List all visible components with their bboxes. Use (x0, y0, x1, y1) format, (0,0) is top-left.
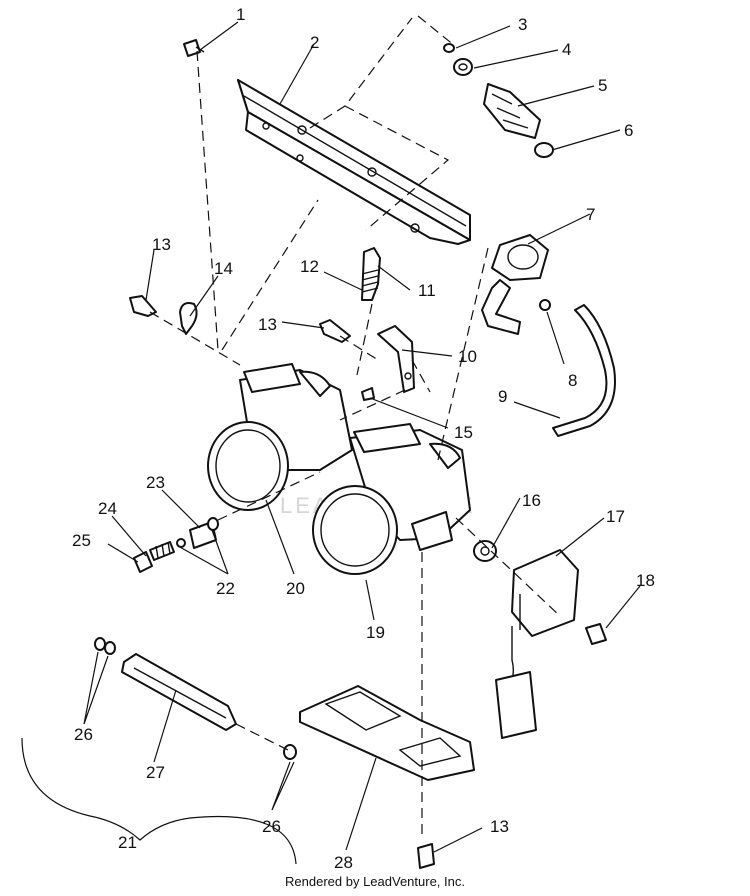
callout-pointers (83, 21, 641, 853)
washer (473, 540, 497, 562)
fuel-hose (552, 304, 616, 437)
credit-line: Rendered by LeadVenture, Inc. (285, 874, 465, 889)
callout-8: 8 (568, 371, 577, 390)
bracket (377, 325, 415, 393)
rail-screw (183, 39, 205, 57)
throttle-position-sensor (495, 549, 579, 739)
callout-23: 23 (146, 473, 165, 492)
callout-13-middle: 13 (258, 315, 277, 334)
callout-4: 4 (562, 40, 571, 59)
callout-17: 17 (606, 507, 625, 526)
callout-3: 3 (518, 15, 527, 34)
callout-26-right: 26 (262, 817, 281, 836)
callout-26-left: 26 (74, 725, 93, 744)
pressure-regulator (481, 234, 551, 335)
coolant-tube (121, 653, 237, 731)
callout-5: 5 (598, 76, 607, 95)
throttle-body-left (207, 363, 353, 511)
callout-10: 10 (458, 347, 477, 366)
callout-16: 16 (522, 491, 541, 510)
callout-25: 25 (72, 531, 91, 550)
clamp (179, 302, 198, 335)
callout-13-bottom: 13 (490, 817, 509, 836)
fuel-injector-group (443, 43, 554, 158)
callout-22: 22 (216, 579, 235, 598)
callout-18: 18 (636, 571, 655, 590)
callout-14: 14 (214, 259, 233, 278)
screw-a (129, 295, 157, 317)
fuel-rail (237, 79, 471, 245)
screw-c (417, 843, 435, 869)
callout-27: 27 (146, 763, 165, 782)
callout-9: 9 (498, 387, 507, 406)
leader-lines (149, 15, 561, 840)
mounting-plate (299, 685, 475, 781)
pin (361, 387, 375, 401)
tube-clamp-a (94, 637, 116, 655)
callout-2: 2 (310, 33, 319, 52)
callout-6: 6 (624, 121, 633, 140)
adjust-screw (361, 247, 381, 301)
callout-labels: 1 2 3 4 5 6 7 8 9 10 11 12 13 13 13 14 1… (72, 5, 655, 872)
callout-7: 7 (586, 205, 595, 224)
tube-clamp-b (283, 744, 297, 760)
callout-11: 11 (418, 281, 436, 300)
group-brace (21, 737, 297, 865)
callout-19: 19 (366, 623, 385, 642)
callout-21: 21 (118, 833, 137, 852)
callout-15: 15 (454, 423, 473, 442)
screw-b (319, 319, 351, 343)
callout-20: 20 (286, 579, 305, 598)
callout-13-upper-left: 13 (152, 235, 171, 254)
callout-1: 1 (236, 5, 245, 24)
throttle-body-right (312, 423, 471, 575)
callout-28: 28 (334, 853, 353, 872)
callout-24: 24 (98, 499, 117, 518)
callout-12: 12 (300, 257, 319, 276)
sensor-screw (585, 623, 607, 645)
idle-screw-assembly (133, 517, 219, 573)
